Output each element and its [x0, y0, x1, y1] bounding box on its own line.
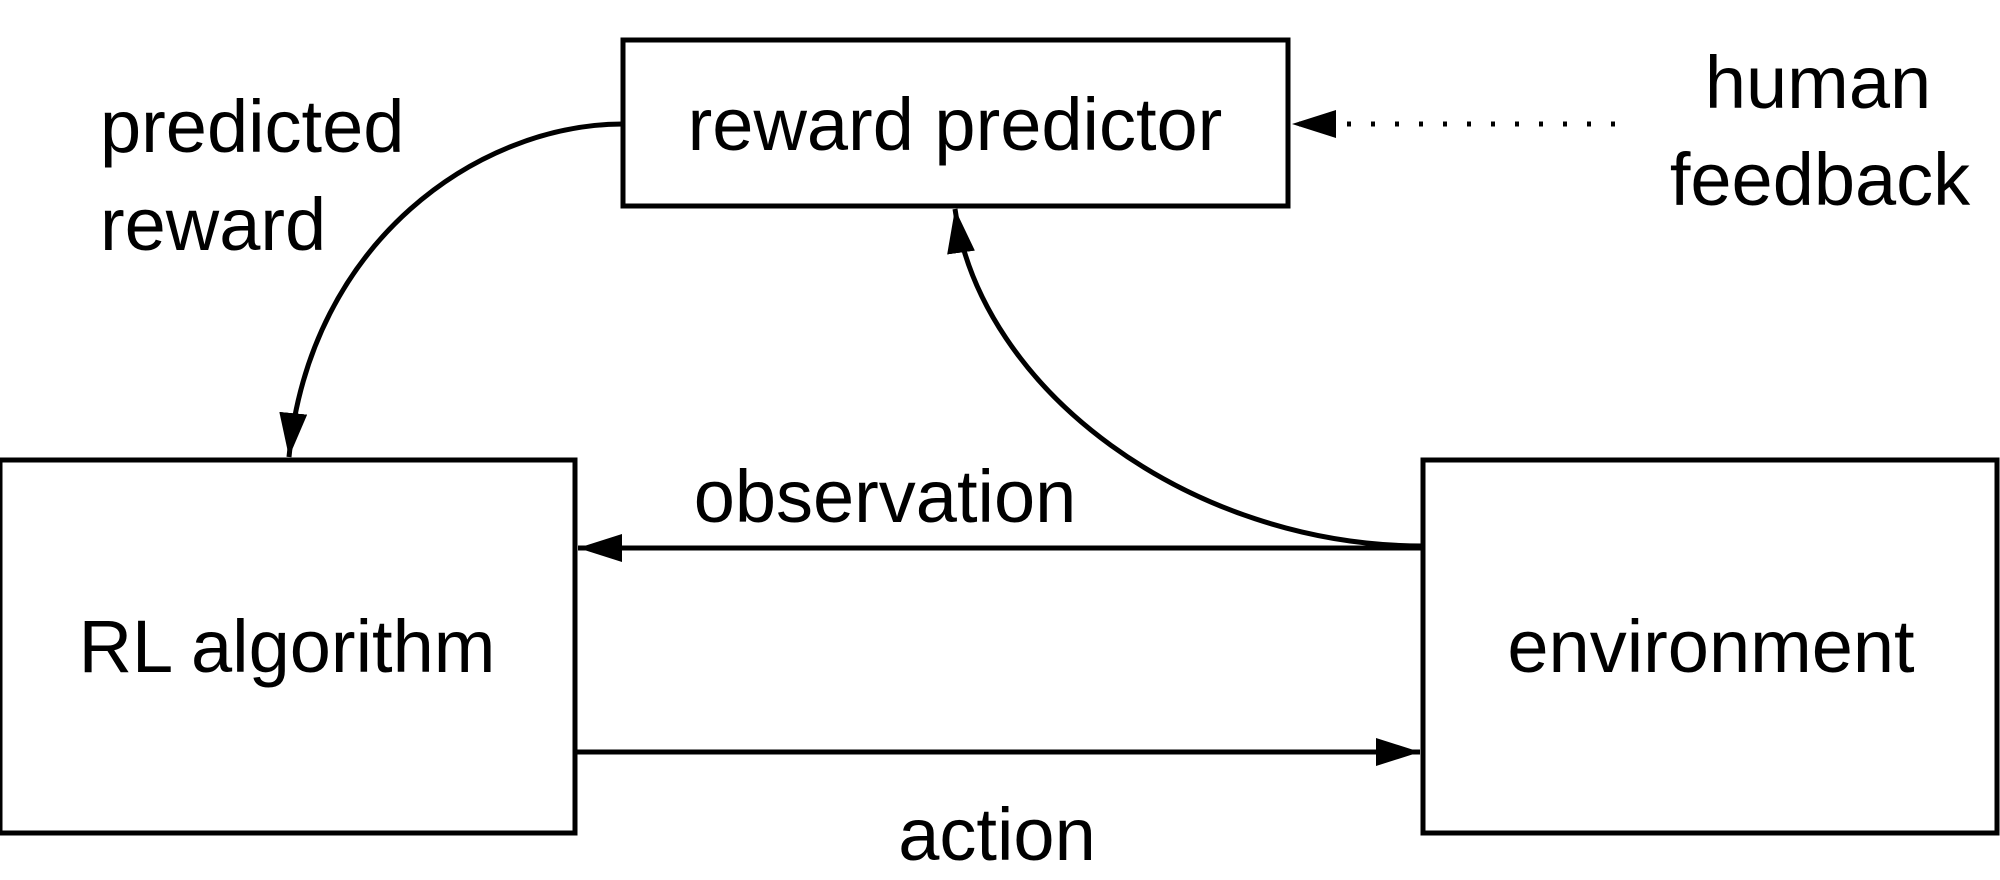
predicted-reward-arrow	[279, 121, 624, 458]
human-feedback-label-line-2: feedback	[1670, 138, 1971, 221]
rl-algorithm-label: RL algorithm	[79, 605, 496, 688]
rl-algorithm-box	[0, 457, 578, 836]
action-label: action	[898, 793, 1095, 876]
predicted-reward-label-line-1: predicted	[100, 85, 404, 168]
predicted-reward-label-line-2: reward	[100, 183, 326, 266]
observation-label: observation	[694, 455, 1077, 538]
human-feedback-label-line-1: human	[1705, 41, 1931, 124]
environment-box	[1420, 457, 2000, 836]
reward-predictor-label: reward predictor	[688, 83, 1223, 166]
environment-to-reward-predictor-arrow	[947, 208, 1424, 549]
environment-label: environment	[1507, 605, 1915, 688]
